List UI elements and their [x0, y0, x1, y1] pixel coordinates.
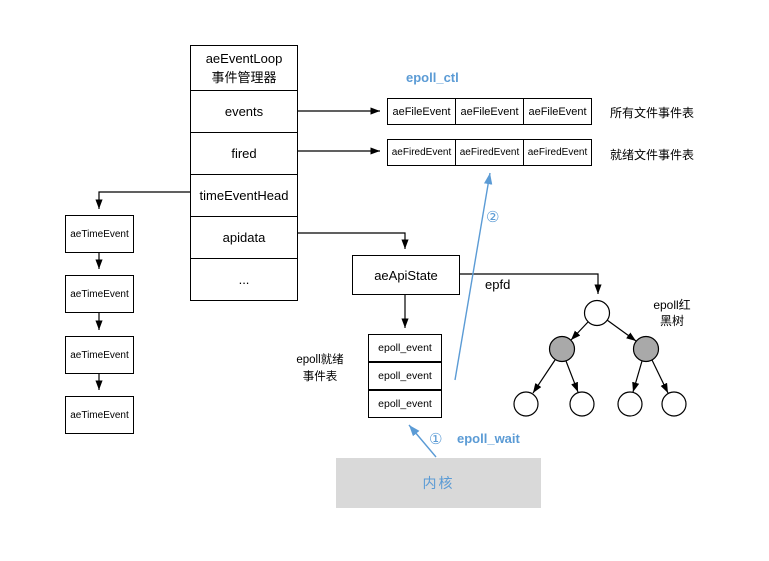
- fired-event-cell: aeFiredEvent: [387, 139, 456, 166]
- rbtree-edges: [532, 319, 669, 394]
- tree-edge-root-right: [606, 319, 637, 342]
- rbtree-label-line1: epoll红: [653, 298, 691, 312]
- epoll-wait-label: epoll_wait: [457, 431, 520, 446]
- epoll-event-cell: epoll_event: [368, 362, 442, 390]
- ae-event-loop-table: aeEventLoop 事件管理器 events fired timeEvent…: [190, 45, 298, 301]
- tree-leaf-node-1: [513, 391, 539, 417]
- tree-leaf-node-3: [617, 391, 643, 417]
- epoll-event-cell: epoll_event: [368, 390, 442, 418]
- time-event-node: aeTimeEvent: [65, 336, 134, 374]
- field-time-event-head: timeEventHead: [191, 174, 297, 216]
- kernel-box: 内核: [336, 458, 541, 508]
- fired-event-table-label: 就绪文件事件表: [610, 148, 695, 162]
- file-event-cell: aeFileEvent: [455, 98, 524, 125]
- ae-event-loop-header: aeEventLoop 事件管理器: [191, 46, 297, 90]
- epoll-event-stack-label: epoll就绪 事件表: [288, 352, 352, 386]
- arrow-apistate-epfd-to-tree: [460, 273, 602, 294]
- epoll-ctl-label: epoll_ctl: [406, 70, 459, 85]
- step2-badge: ②: [486, 209, 500, 226]
- tree-gray-node-left: [548, 335, 576, 363]
- tree-edge-left-leaf1: [532, 359, 556, 394]
- field-fired: fired: [191, 132, 297, 174]
- kernel-label: 内核: [422, 475, 455, 491]
- tree-leaf-node-4: [661, 391, 687, 417]
- arrow-apidata-to-apistate: [298, 232, 409, 249]
- epoll-event-stack-label-line1: epoll就绪: [296, 354, 344, 366]
- time-event-node: aeTimeEvent: [65, 396, 134, 434]
- rbtree-label-line2: 黑树: [659, 314, 684, 328]
- tree-root-node: [583, 299, 611, 327]
- tree-leaf-node-2: [569, 391, 595, 417]
- epoll-event-cell: epoll_event: [368, 334, 442, 362]
- file-event-cell: aeFileEvent: [523, 98, 592, 125]
- fired-event-cell: aeFiredEvent: [455, 139, 524, 166]
- file-event-table: aeFileEvent aeFileEvent aeFileEvent: [387, 98, 592, 125]
- epoll-event-stack-label-line2: 事件表: [302, 371, 338, 383]
- fired-event-table: aeFiredEvent aeFiredEvent aeFiredEvent: [387, 139, 592, 166]
- tree-edge-right-leaf4: [651, 359, 669, 394]
- ae-event-loop-title: aeEventLoop: [205, 51, 283, 66]
- rbtree-label: epoll红 黑树: [643, 297, 701, 329]
- file-event-table-label: 所有文件事件表: [610, 106, 695, 120]
- tree-edge-root-left: [570, 321, 589, 341]
- file-event-cell: aeFileEvent: [387, 98, 456, 125]
- time-event-node: aeTimeEvent: [65, 275, 134, 313]
- tree-edge-right-leaf3: [632, 360, 643, 393]
- tree-gray-node-right: [632, 335, 660, 363]
- epfd-label: epfd: [485, 277, 511, 292]
- fired-event-cell: aeFiredEvent: [523, 139, 592, 166]
- field-apidata: apidata: [191, 216, 297, 258]
- step1-badge: ①: [429, 431, 443, 448]
- arrow-timeeventhead-to-timeevent1: [95, 191, 190, 209]
- time-event-node: aeTimeEvent: [65, 215, 134, 253]
- ae-api-state-box: aeApiState: [352, 255, 460, 295]
- field-ellipsis: ...: [191, 258, 297, 300]
- field-events: events: [191, 90, 297, 132]
- epoll-event-stack: epoll_event epoll_event epoll_event: [368, 334, 442, 418]
- ae-event-loop-subtitle: 事件管理器: [211, 70, 277, 85]
- tree-edge-left-leaf2: [565, 360, 579, 393]
